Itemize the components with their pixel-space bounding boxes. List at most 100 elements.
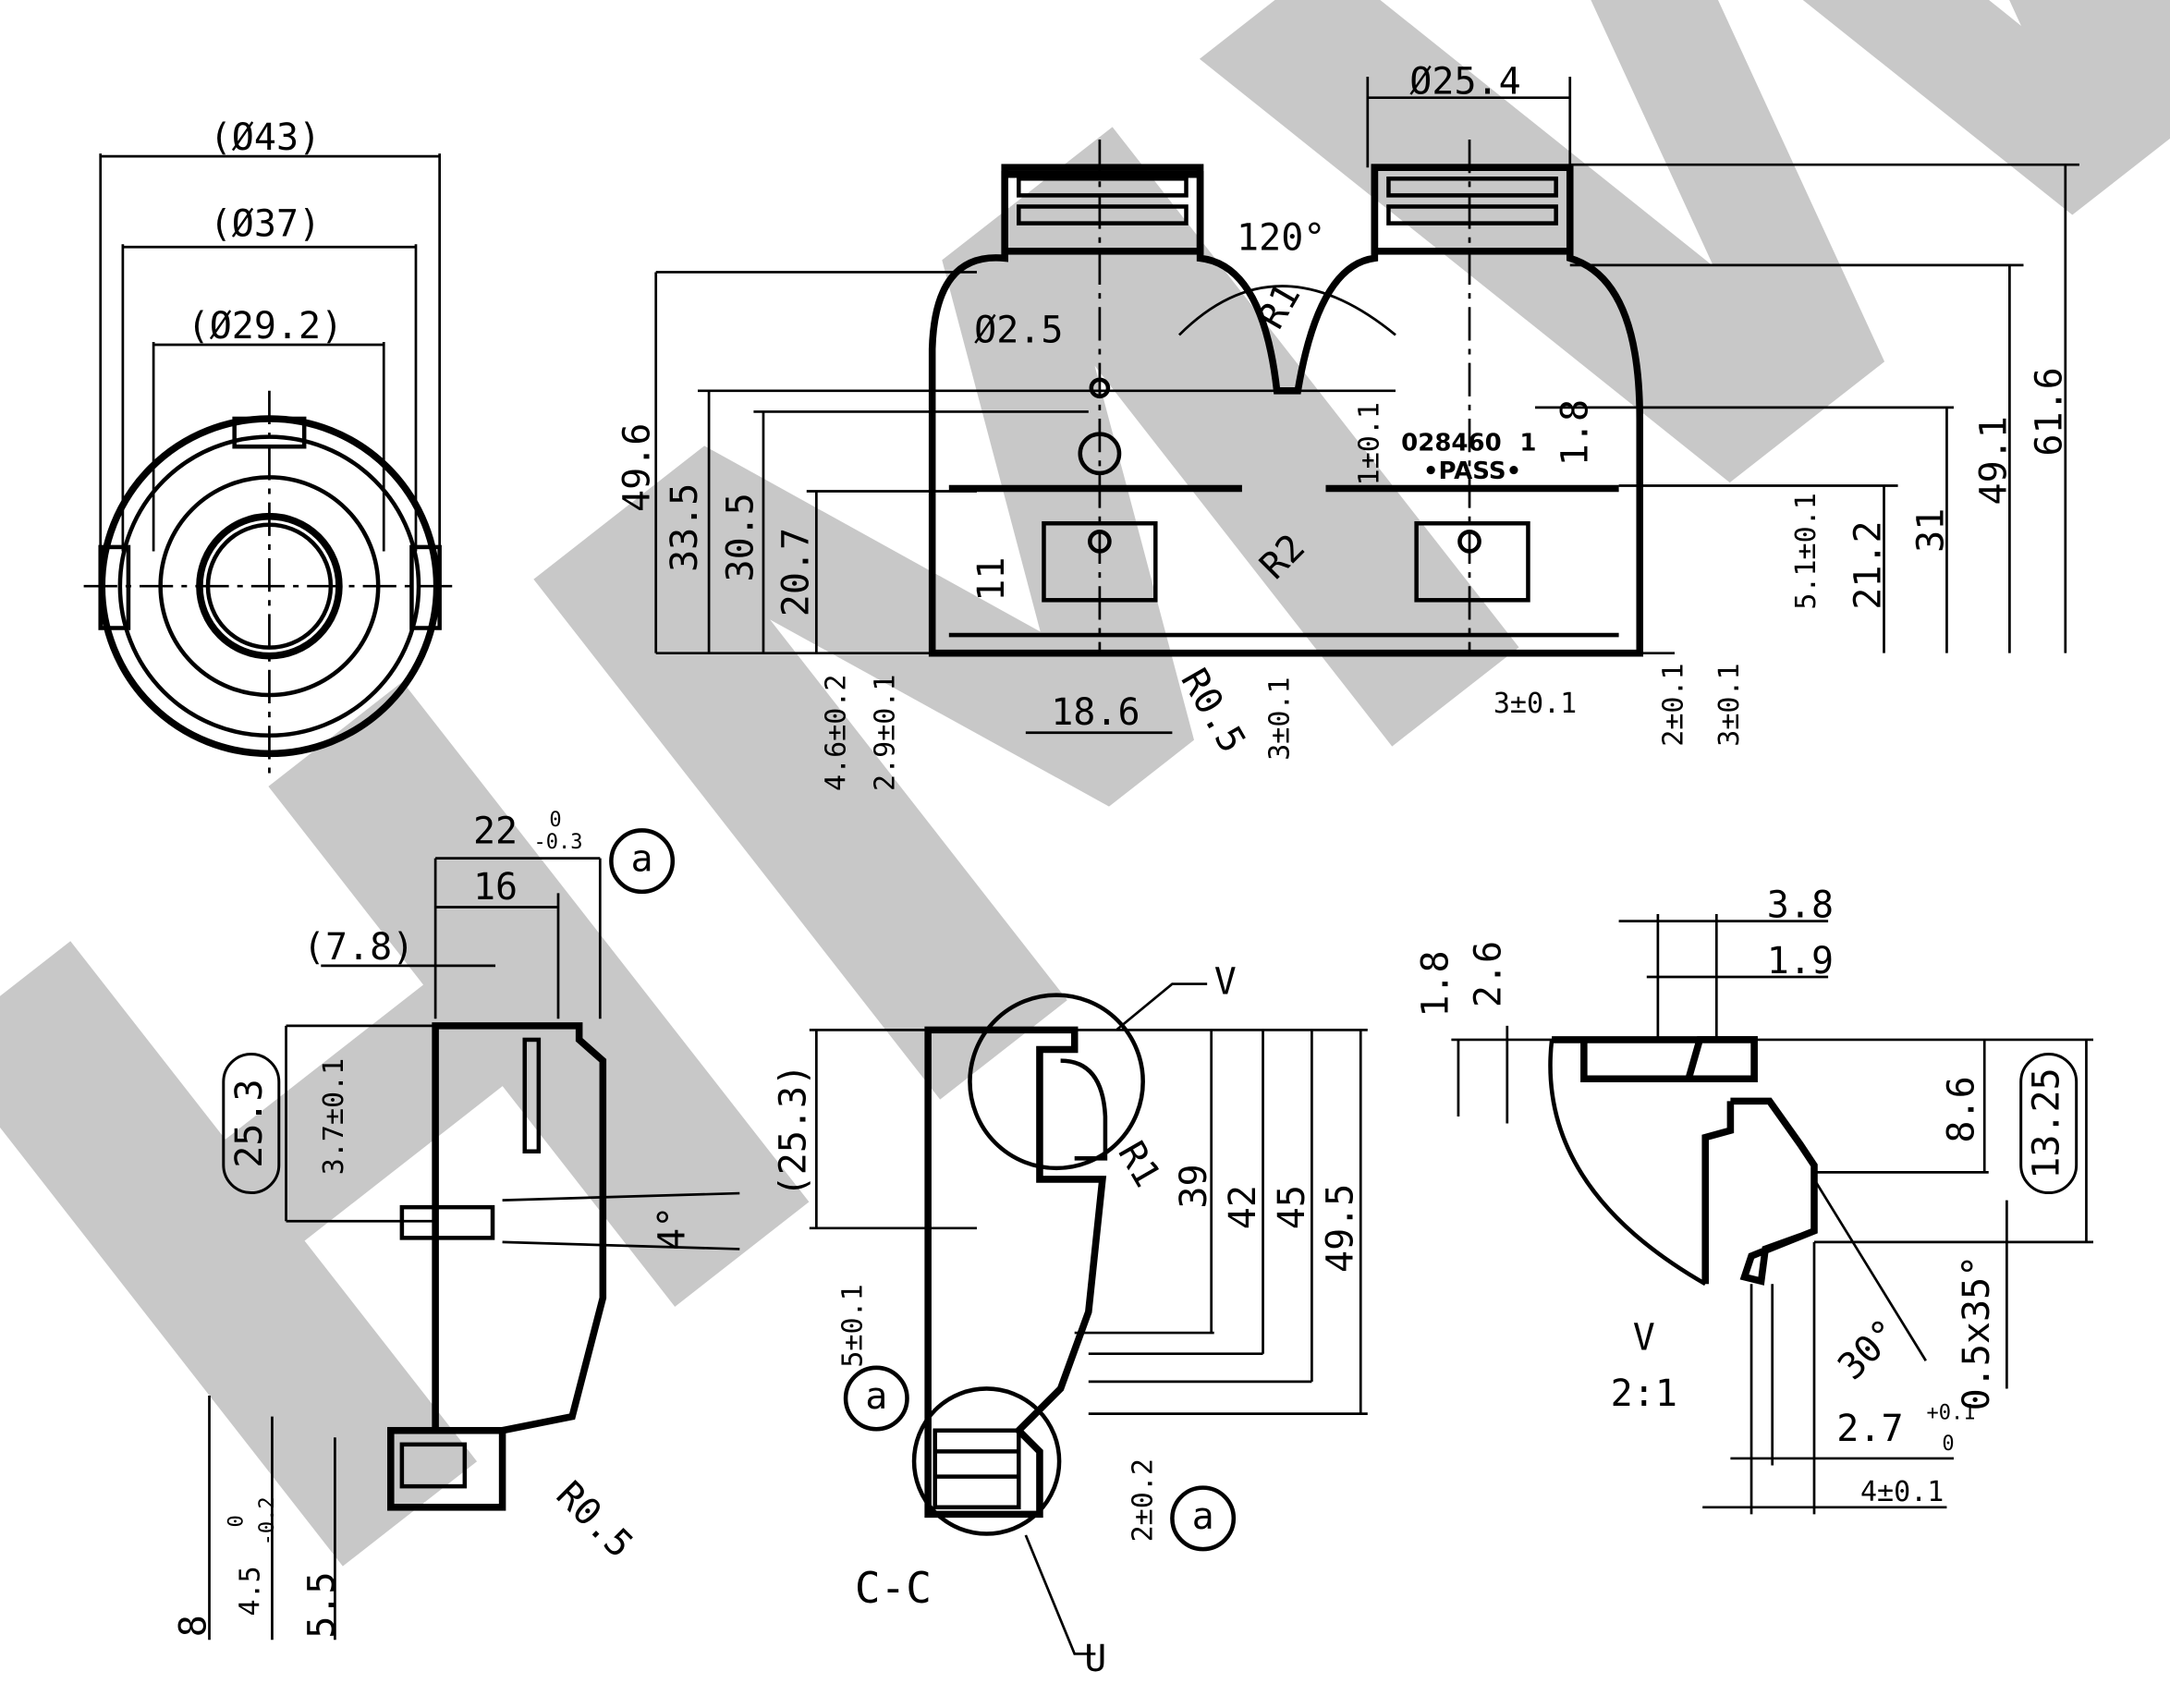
dimension-label: 25.3	[222, 1053, 281, 1195]
dimension-label: V	[1214, 961, 1237, 1004]
dimension-label: 5.5	[300, 1571, 343, 1638]
dimension-label: 13.25	[2019, 1053, 2079, 1195]
dimension-text: 30.5	[719, 493, 762, 581]
dimension-text: a	[1192, 1495, 1214, 1538]
dimension-label: 0	[1942, 1433, 1954, 1456]
dimension-label: +0.1	[1926, 1402, 1975, 1425]
dimension-text: 2±0.1	[1658, 663, 1690, 746]
dimension-text: 028460	[1401, 430, 1502, 458]
dimension-text: 3.7±0.1	[318, 1058, 350, 1175]
dimension-label: 45	[1271, 1185, 1313, 1229]
dimension-text: 25.3	[228, 1079, 271, 1167]
dimension-text: 3±0.1	[1713, 663, 1746, 746]
dimension-text: 49.5	[1320, 1184, 1362, 1273]
dimension-label: 5.1±0.1	[1790, 493, 1823, 609]
dimension-label: 3±0.1	[1713, 663, 1746, 746]
dimension-text: 2±0.2	[1128, 1458, 1160, 1542]
side-view	[208, 828, 740, 1641]
main-view	[654, 77, 2079, 735]
dimension-text: 4.5	[234, 1566, 266, 1616]
dimension-label: (Ø29.2)	[188, 305, 344, 348]
dimension-text: (Ø37)	[210, 203, 321, 246]
dimension-text: 2.9±0.1	[869, 675, 901, 791]
dimension-text: 3±0.1	[1264, 677, 1297, 760]
dimension-label: a	[865, 1375, 887, 1418]
dimension-text: 11	[970, 557, 1013, 602]
dimension-text: 1.9	[1767, 940, 1834, 982]
dimension-text: 16	[473, 866, 518, 909]
dimension-label: 2±0.2	[1128, 1458, 1160, 1542]
dimension-text: 0	[549, 809, 561, 832]
dimension-text: 1	[1519, 430, 1536, 458]
dimension-text: 5±0.1	[837, 1284, 870, 1367]
dimension-text: 1.8	[1414, 950, 1457, 1017]
dimension-text: 1±0.1	[1353, 402, 1385, 485]
dimension-text: 21.2	[1847, 520, 1889, 609]
section-cc-view	[809, 982, 1368, 1655]
dimension-text: 49.6	[616, 423, 659, 512]
dimension-label: -0.3	[534, 831, 583, 854]
detail-v-view	[1451, 914, 2093, 1515]
dimension-label: a	[631, 838, 653, 881]
dimension-text: 120°	[1237, 217, 1325, 260]
dimension-label: 2.7	[1836, 1408, 1903, 1450]
dimension-label: Ø25.4	[1409, 61, 1520, 104]
reference-dimension-frame	[2019, 1053, 2079, 1195]
dimension-label: 11	[970, 557, 1013, 602]
dimension-text: 8.6	[1941, 1076, 1983, 1142]
dimension-label: 028460	[1401, 430, 1502, 458]
dimension-label: 5±0.1	[837, 1284, 870, 1367]
dimension-label: 120°	[1237, 217, 1325, 260]
dimension-label: V	[1633, 1317, 1655, 1360]
dimension-text: 5.5	[300, 1571, 343, 1638]
dimension-label: U	[1084, 1638, 1106, 1680]
dimension-label: 3.7±0.1	[318, 1058, 350, 1175]
dimension-text: 22	[473, 810, 518, 852]
dimension-label: Ø2.5	[974, 309, 1063, 351]
dimension-text: 0.5x35°	[1956, 1255, 1998, 1411]
dimension-label: 18.6	[1051, 691, 1140, 734]
dimension-label: 3±0.1	[1493, 688, 1577, 720]
dimension-label: (Ø37)	[210, 203, 321, 246]
dimension-label: 33.5	[664, 483, 706, 572]
dimension-label: 16	[473, 866, 518, 909]
dimension-text: 0	[226, 1515, 249, 1527]
dimension-text: 61.6	[2029, 367, 2071, 456]
dimension-text: a	[865, 1375, 887, 1418]
dimension-text: 2:1	[1611, 1372, 1677, 1415]
dimension-text: 1.8	[1554, 399, 1596, 466]
dimension-label: 22	[473, 810, 518, 852]
dimension-label: 49.5	[1320, 1184, 1362, 1273]
dimension-label: 30°	[1830, 1311, 1908, 1388]
dimension-label: 4±0.1	[1860, 1476, 1944, 1508]
dimension-label: 0	[226, 1515, 249, 1527]
dimension-text: V	[1214, 961, 1237, 1004]
dimension-text: 18.6	[1051, 691, 1140, 734]
dimension-text: 31	[1909, 508, 1952, 553]
dimension-text: 20.7	[775, 528, 818, 616]
dimension-text: U	[1084, 1638, 1106, 1680]
dimension-text: 3±0.1	[1493, 688, 1577, 720]
dimension-label: 49.6	[616, 423, 659, 512]
dimension-text: 2.6	[1468, 941, 1510, 1007]
reference-dimension-frame	[222, 1053, 281, 1195]
dimension-label: 1.9	[1767, 940, 1834, 982]
dimension-label: 1±0.1	[1353, 402, 1385, 485]
dimension-label: 8	[172, 1615, 214, 1637]
dimension-text: 3.8	[1767, 884, 1834, 927]
dimension-label: 4.6±0.2	[821, 675, 853, 791]
dimension-label: 39	[1173, 1164, 1215, 1208]
dimension-label: 1.8	[1554, 399, 1596, 466]
dimension-text: V	[1633, 1317, 1655, 1360]
dimension-text: Ø25.4	[1409, 61, 1520, 104]
dimension-text: +0.1	[1926, 1402, 1975, 1425]
dimension-label: 3±0.1	[1264, 677, 1297, 760]
dimension-text: 49.1	[1972, 416, 2015, 505]
dimension-text: 5.1±0.1	[1790, 493, 1823, 609]
dimension-text: -0.2	[256, 1496, 279, 1545]
dimension-text: (7.8)	[303, 926, 414, 969]
dimension-label: 2±0.1	[1658, 663, 1690, 746]
